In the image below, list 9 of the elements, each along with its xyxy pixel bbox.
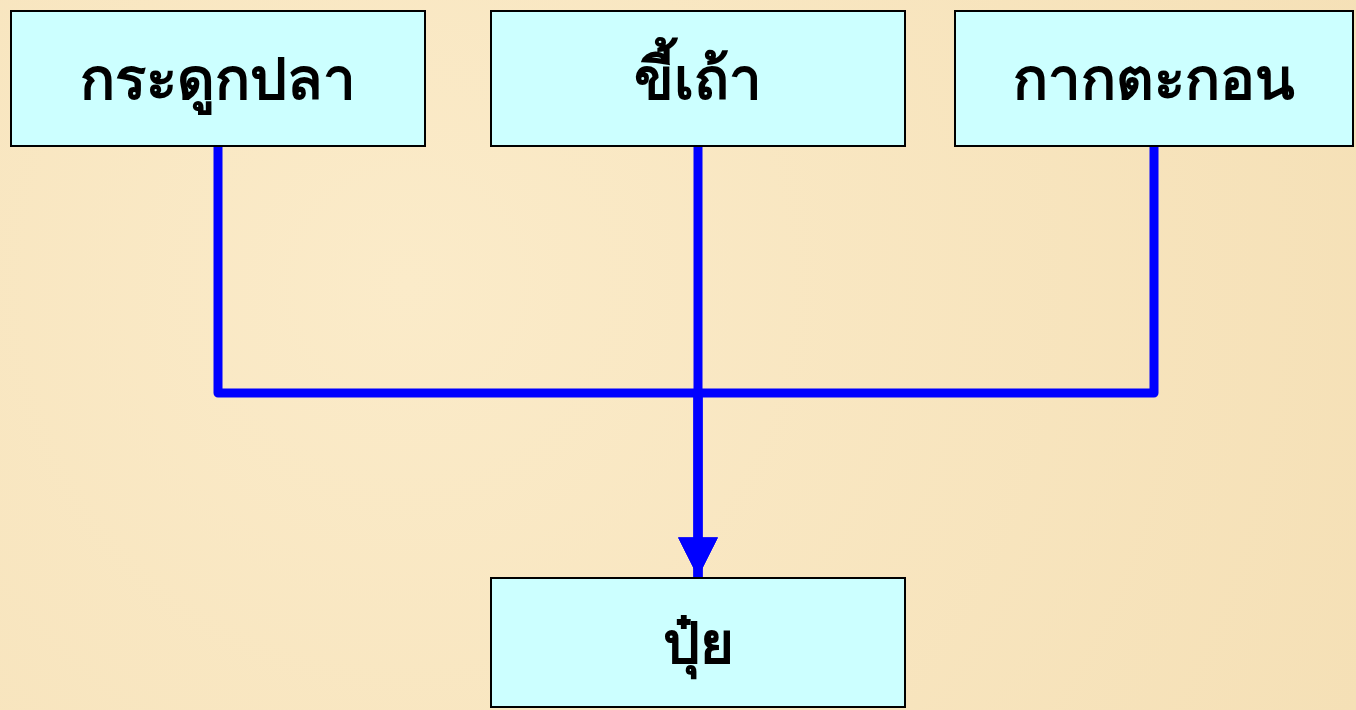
box-node [10, 10, 426, 147]
box-node [954, 10, 1354, 147]
box-node [490, 10, 906, 147]
node-label: ขี้เถ้า [634, 32, 762, 125]
node-label: กากตะกอน [1013, 44, 1295, 115]
node-label: กระดูกปลา [80, 44, 356, 117]
arrow [678, 147, 1159, 577]
box-node [490, 577, 906, 708]
node-label: ปุ๋ย [662, 596, 734, 689]
